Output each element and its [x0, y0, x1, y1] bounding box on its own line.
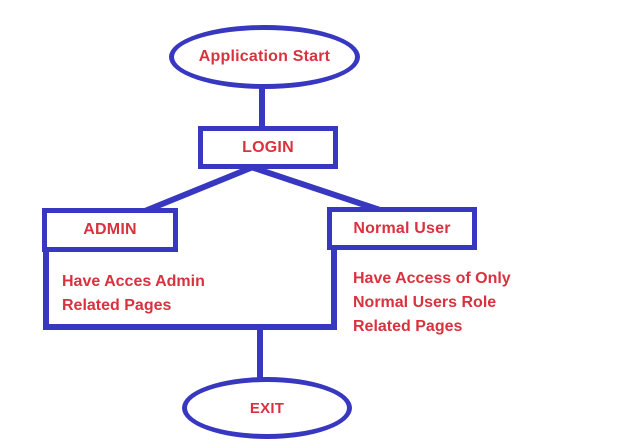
start-node-label: Application Start — [198, 48, 331, 65]
admin-access-note-line: Have Acces Admin — [62, 273, 205, 290]
normal-user-node-label: Normal User — [353, 219, 451, 237]
exit-node-label: EXIT — [249, 399, 285, 417]
login-node-label: LOGIN — [242, 138, 294, 156]
admin-node-label: ADMIN — [83, 221, 137, 238]
exit-node: EXIT — [182, 377, 352, 439]
normal-user-node: Normal User — [327, 207, 477, 250]
connector-login-normal-user — [250, 164, 387, 215]
admin-node: ADMIN — [42, 208, 178, 252]
start-node: Application Start — [169, 25, 360, 89]
normal-user-access-note: Have Access of Only Normal Users Role Re… — [353, 267, 511, 339]
connector-login-admin — [138, 164, 255, 216]
admin-access-note-line: Related Pages — [62, 297, 172, 314]
normal-user-access-note-line: Related Pages — [353, 318, 463, 335]
admin-access-note: Have Acces Admin Related Pages — [62, 270, 205, 318]
normal-user-access-note-line: Have Access of Only — [353, 270, 511, 287]
login-node: LOGIN — [198, 126, 338, 169]
normal-user-access-note-line: Normal Users Role — [353, 294, 497, 311]
